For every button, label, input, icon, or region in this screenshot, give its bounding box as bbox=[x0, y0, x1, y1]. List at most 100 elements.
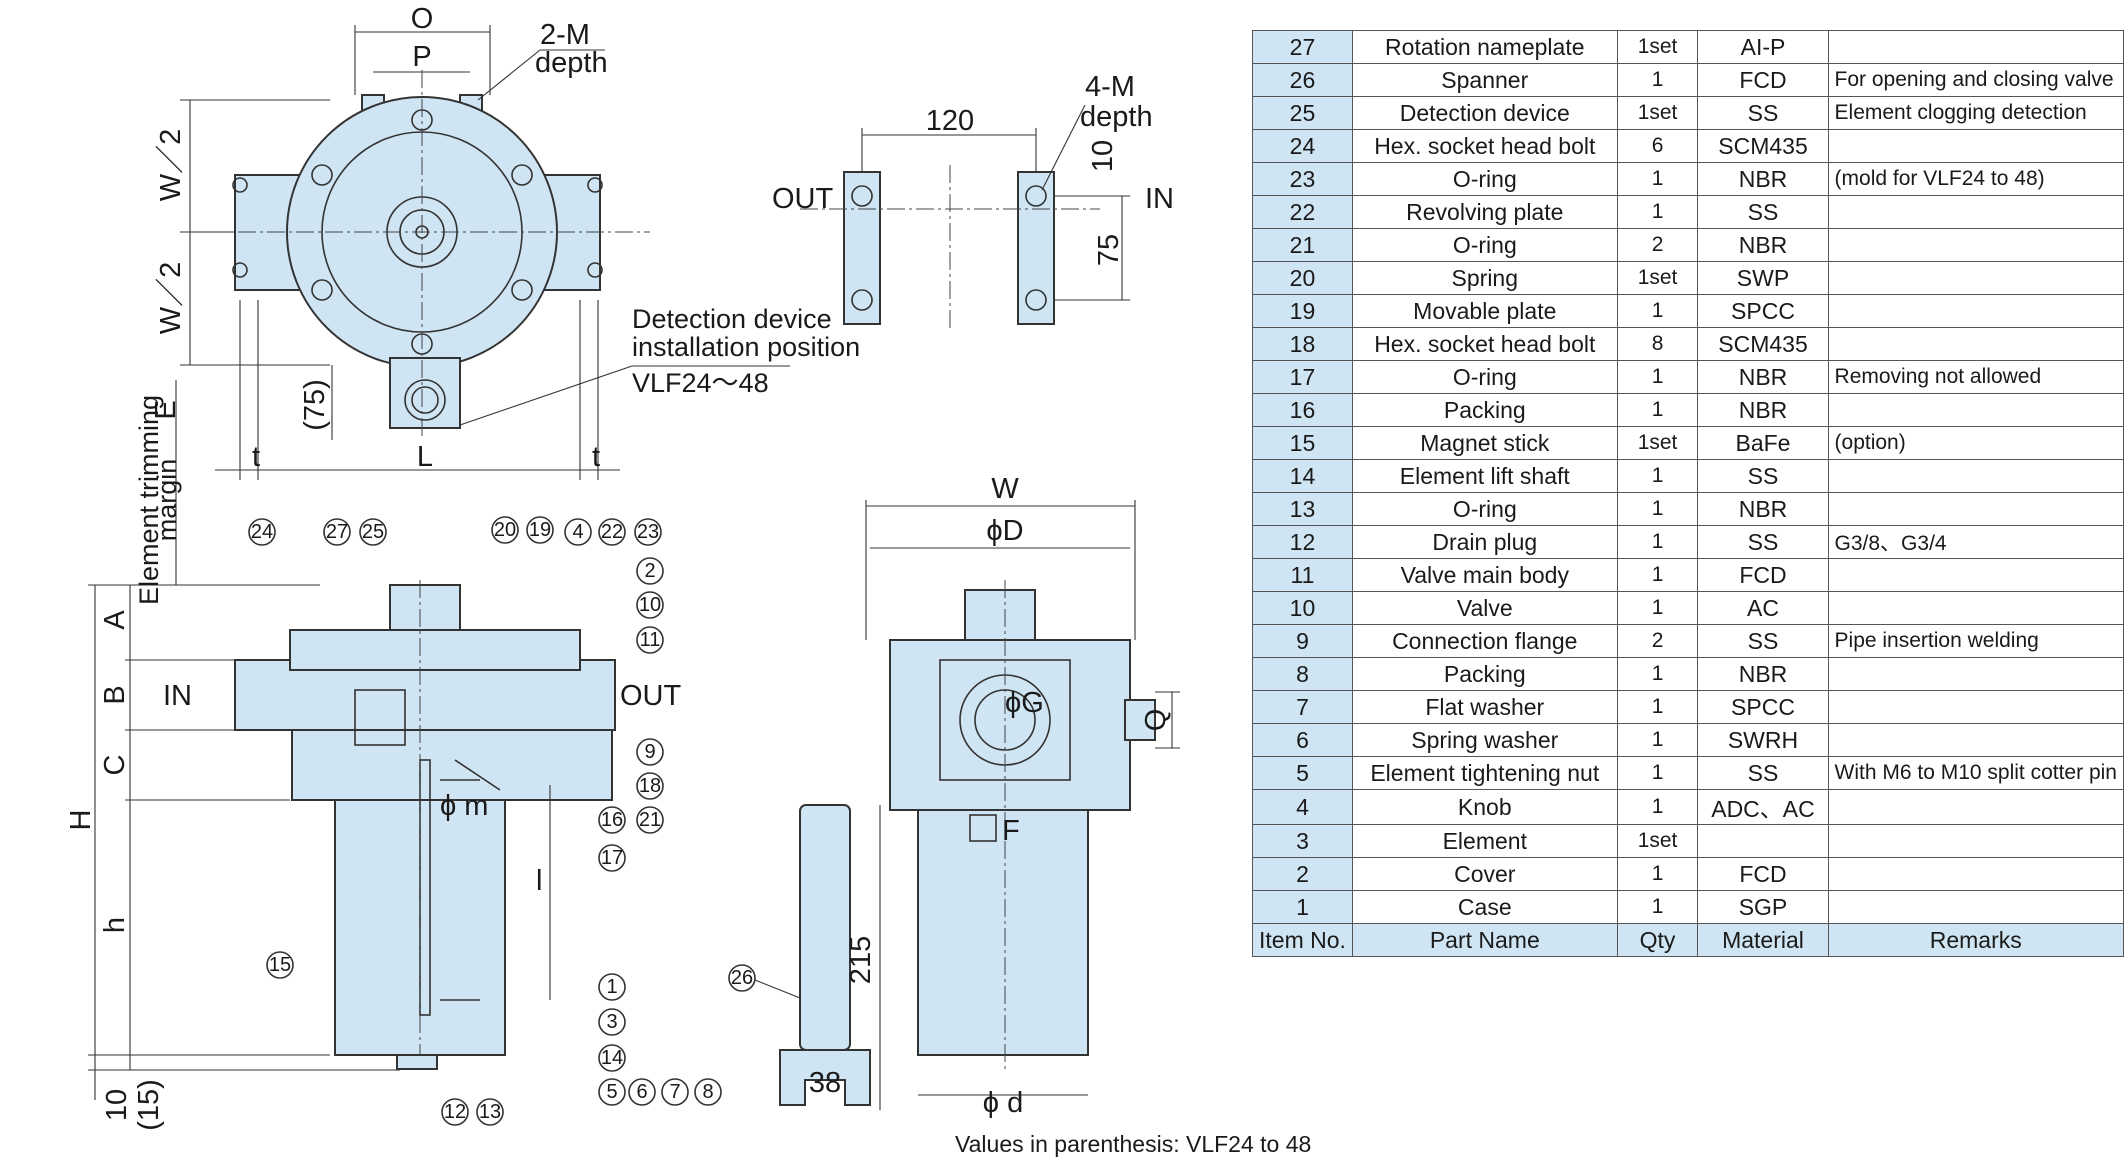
technical-drawing: O P 2-M depth W／2 W／2 (75) E t L t Detec… bbox=[65, 3, 1180, 1131]
balloon-22: 22 bbox=[598, 518, 626, 546]
dim-H: H bbox=[65, 810, 97, 831]
dim-10-section: 10 bbox=[101, 1089, 133, 1121]
side-port bbox=[1124, 699, 1156, 741]
svg-text:13: 13 bbox=[479, 1101, 501, 1123]
svg-text:19: 19 bbox=[529, 519, 551, 541]
balloon-5: 5 bbox=[598, 1078, 626, 1106]
top-bolts bbox=[232, 109, 603, 355]
dim-phi-m: ϕ m bbox=[440, 790, 488, 822]
section-knob bbox=[389, 584, 461, 631]
balloon-17: 17 bbox=[598, 844, 626, 872]
side-case bbox=[917, 799, 1089, 1056]
balloons: 24 27 25 20 19 4 22 23 2 10 11 9 18 16 2… bbox=[248, 516, 722, 1126]
balloon-12: 12 bbox=[441, 1098, 469, 1126]
svg-text:20: 20 bbox=[494, 519, 516, 541]
footnote: Values in parenthesis: VLF24 to 48 bbox=[955, 1131, 1312, 1157]
detection-note-3: VLF24～48 bbox=[632, 368, 769, 398]
svg-text:9: 9 bbox=[644, 741, 655, 763]
svg-text:21: 21 bbox=[639, 809, 661, 831]
svg-text:25: 25 bbox=[362, 521, 384, 543]
svg-text:4: 4 bbox=[572, 521, 583, 543]
side-head bbox=[889, 639, 1131, 811]
detection-note-2: installation position bbox=[632, 332, 860, 362]
balloon-1: 1 bbox=[598, 973, 626, 1001]
svg-text:7: 7 bbox=[669, 1081, 680, 1103]
label-flange-in: IN bbox=[1145, 183, 1174, 215]
svg-text:1: 1 bbox=[606, 976, 617, 998]
flange-out bbox=[843, 171, 881, 325]
section-mid-body bbox=[234, 659, 616, 731]
svg-text:27: 27 bbox=[326, 521, 348, 543]
label-4m-depth: depth bbox=[1080, 101, 1153, 133]
side-knob bbox=[964, 589, 1036, 641]
dim-120: 120 bbox=[926, 105, 974, 137]
side-spanner bbox=[799, 804, 851, 1051]
balloon-4: 4 bbox=[564, 518, 592, 546]
label-2m-depth: depth bbox=[535, 47, 608, 79]
trimming-margin-2: margin bbox=[152, 459, 182, 542]
svg-text:18: 18 bbox=[639, 775, 661, 797]
dim-w2-upper: W／2 bbox=[155, 129, 187, 202]
dim-38: 38 bbox=[809, 1067, 841, 1099]
svg-text:2: 2 bbox=[644, 560, 655, 582]
svg-text:26: 26 bbox=[731, 967, 753, 989]
dim-w2-lower: W／2 bbox=[155, 262, 187, 335]
dim-phi-d: ϕ d bbox=[983, 1087, 1023, 1119]
svg-text:16: 16 bbox=[601, 809, 623, 831]
dim-O-label: O bbox=[411, 3, 434, 35]
balloon-2: 2 bbox=[636, 557, 664, 585]
section-drain-plug bbox=[396, 1054, 438, 1070]
dim-W: W bbox=[991, 473, 1019, 505]
section-view: Element trimming margin A B C H h 10 (15… bbox=[65, 380, 722, 1131]
top-bottom-port bbox=[389, 357, 461, 429]
dim-L: L bbox=[417, 441, 433, 473]
balloon-13: 13 bbox=[476, 1098, 504, 1126]
dim-C: C bbox=[99, 755, 131, 776]
balloon-15: 15 bbox=[266, 951, 294, 979]
label-flange-out: OUT bbox=[772, 183, 834, 215]
balloon-24: 24 bbox=[248, 518, 276, 546]
svg-text:5: 5 bbox=[606, 1081, 617, 1103]
dim-E: E bbox=[150, 400, 182, 419]
balloon-23: 23 bbox=[634, 518, 662, 546]
balloon-14: 14 bbox=[598, 1044, 626, 1072]
dim-l: l bbox=[536, 865, 542, 897]
svg-text:11: 11 bbox=[640, 629, 661, 651]
flange-view: 120 4-M depth OUT IN 10 75 bbox=[772, 71, 1174, 330]
balloon-10: 10 bbox=[636, 591, 664, 619]
balloon-11: 11 bbox=[636, 626, 664, 654]
svg-text:14: 14 bbox=[601, 1047, 623, 1069]
svg-text:3: 3 bbox=[606, 1011, 617, 1033]
dim-h: h bbox=[99, 917, 131, 933]
svg-text:15: 15 bbox=[269, 954, 291, 976]
svg-text:6: 6 bbox=[636, 1081, 647, 1103]
dim-t-right: t bbox=[592, 441, 600, 473]
svg-text:12: 12 bbox=[444, 1101, 466, 1123]
balloon-19: 19 bbox=[526, 516, 554, 544]
svg-text:10: 10 bbox=[639, 594, 661, 616]
dim-phi-G: ϕG bbox=[1005, 687, 1044, 719]
